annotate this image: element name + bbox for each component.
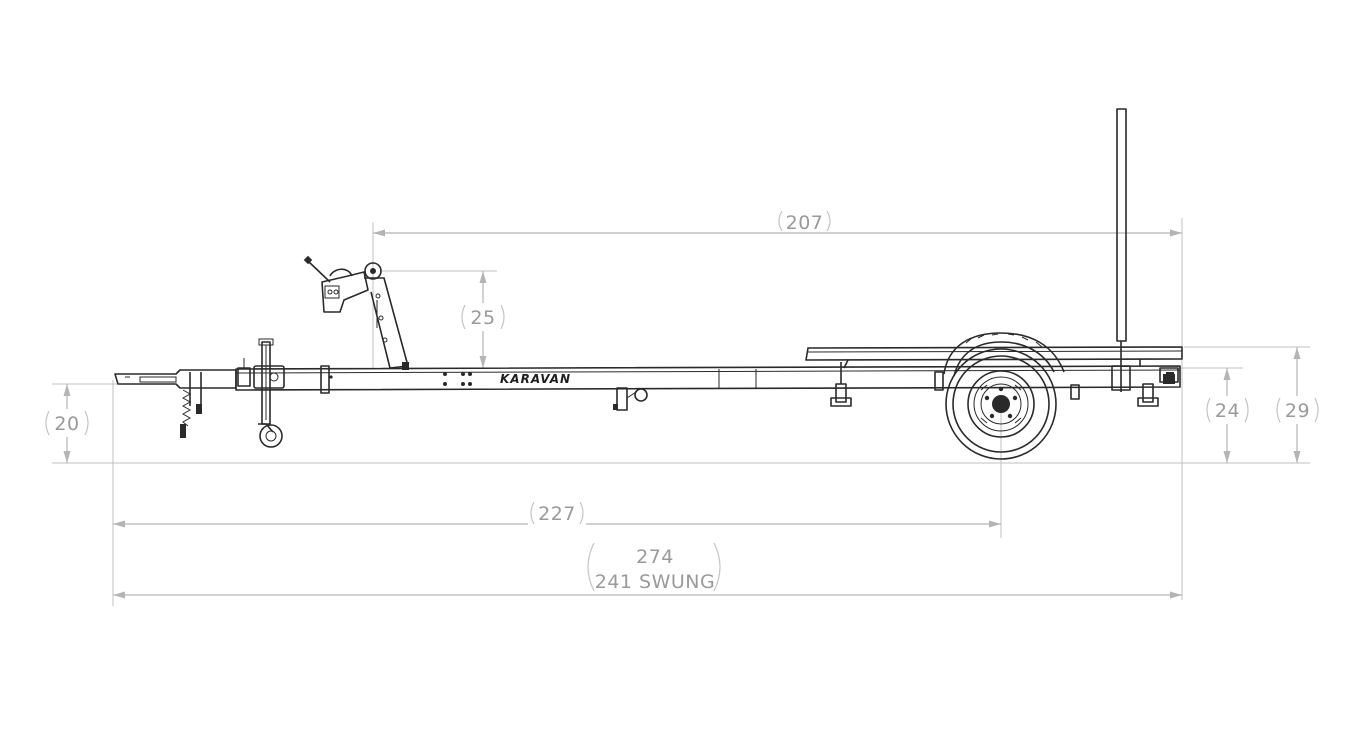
dimension-label-25: 25 <box>470 307 495 329</box>
dimension-29: 29 <box>1276 347 1319 463</box>
dimension-274: 274 241 SWUNG <box>113 542 1182 599</box>
extension-lines <box>52 218 1310 606</box>
dimension-label-274: 274 <box>636 546 674 568</box>
coupler <box>114 369 237 438</box>
dimension-20: 20 <box>45 384 89 463</box>
dimension-label-241-swung: 241 SWUNG <box>595 571 716 593</box>
fender <box>943 332 1065 377</box>
dimension-207: 207 <box>373 210 1182 237</box>
dimension-label-227: 227 <box>538 503 576 525</box>
dimension-227: 227 <box>113 500 1001 528</box>
dimension-label-29: 29 <box>1285 400 1310 422</box>
trailer: KARAVAN <box>114 108 1183 460</box>
winch-stand <box>303 255 409 370</box>
dimension-25: 25 <box>461 271 505 368</box>
guide-post <box>1111 108 1131 392</box>
dimension-label-207: 207 <box>786 212 824 234</box>
dimension-label-24: 24 <box>1215 400 1240 422</box>
frame-brackets <box>613 362 1175 411</box>
wheel <box>945 348 1057 460</box>
frame-beam: KARAVAN <box>235 365 1181 394</box>
tongue-jack <box>237 338 285 448</box>
tail-light <box>1159 367 1179 383</box>
brand-label: KARAVAN <box>500 372 571 386</box>
dimension-label-20: 20 <box>54 413 79 435</box>
bunk-board <box>805 346 1183 369</box>
dimension-24: 24 <box>1206 368 1249 463</box>
